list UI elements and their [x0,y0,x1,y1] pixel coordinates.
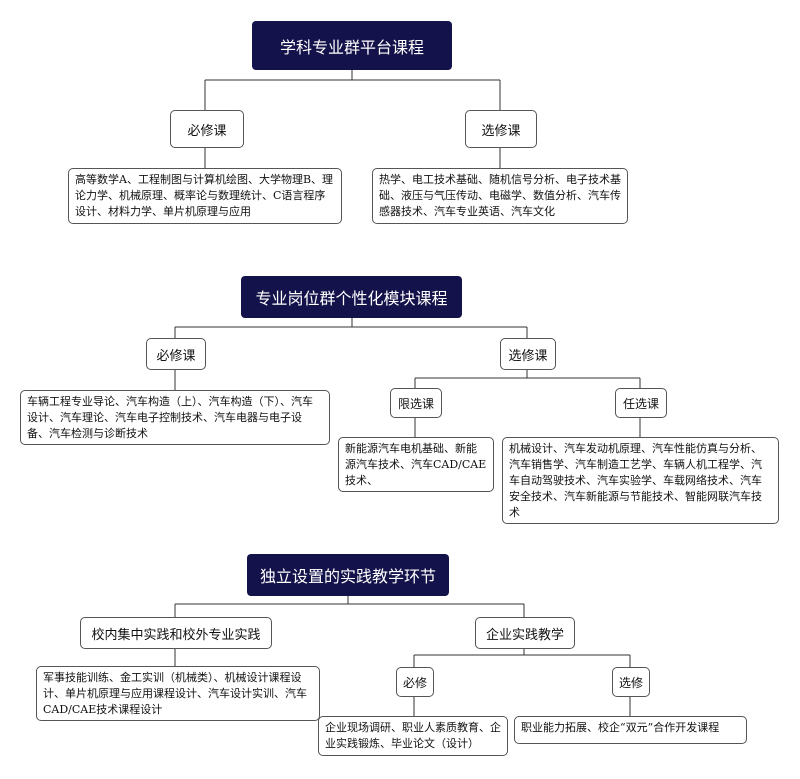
elective-course-node: 选修课 [465,110,537,148]
module-elective-node: 选修课 [500,338,556,370]
enterprise-required-courses: 企业现场调研、职业人素质教育、企业实践锻炼、毕业论文（设计） [318,716,508,756]
platform-elective-courses: 热学、电工技术基础、随机信号分析、电子技术基础、液压与气压传动、电磁学、数值分析… [372,168,628,224]
practice-teaching-title: 独立设置的实践教学环节 [247,554,449,596]
module-courses-title: 专业岗位群个性化模块课程 [241,276,462,318]
limited-elective-courses: 新能源汽车电机基础、新能源汽车技术、汽车CAD/CAE技术、 [338,437,494,492]
optional-elective-courses: 机械设计、汽车发动机原理、汽车性能仿真与分析、汽车销售学、汽车制造工艺学、车辆人… [502,437,779,524]
platform-courses-title: 学科专业群平台课程 [252,21,452,70]
required-course-node: 必修课 [170,110,244,148]
optional-elective-node: 任选课 [615,388,667,418]
module-required-courses: 车辆工程专业导论、汽车构造（上）、汽车构造（下）、汽车设计、汽车理论、汽车电子控… [20,390,330,445]
campus-practice-courses: 军事技能训练、金工实训（机械类）、机械设计课程设计、单片机原理与应用课程设计、汽… [36,666,320,721]
module-required-node: 必修课 [146,338,206,370]
enterprise-practice-node: 企业实践教学 [475,617,575,649]
enterprise-required-node: 必修 [396,667,434,697]
enterprise-elective-node: 选修 [612,667,650,697]
platform-required-courses: 高等数学A、工程制图与计算机绘图、大学物理B、理论力学、机械原理、概率论与数理统… [68,168,342,224]
campus-practice-node: 校内集中实践和校外专业实践 [80,617,272,649]
enterprise-elective-courses: 职业能力拓展、校企“双元”合作开发课程 [514,716,747,744]
limited-elective-node: 限选课 [390,388,442,418]
